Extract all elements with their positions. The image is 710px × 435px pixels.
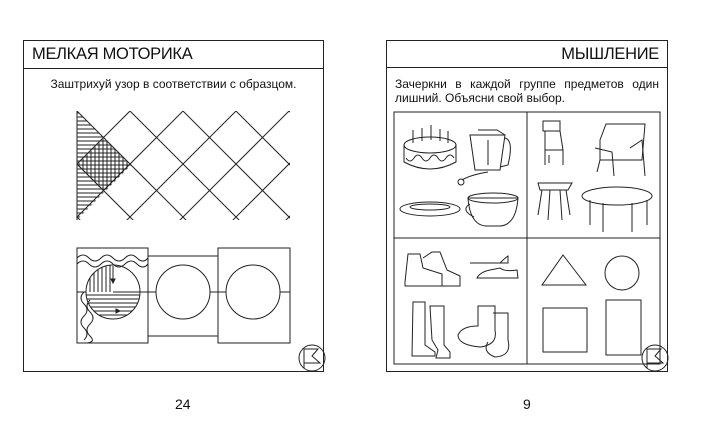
- instruction-text: Зачеркни в каждой группе предметов один …: [395, 77, 659, 105]
- shapes: [541, 254, 642, 356]
- plate: [399, 201, 461, 217]
- table: [581, 186, 653, 232]
- left-page: МЕЛКАЯ МОТОРИКА Заштрихуй узор в соответ…: [23, 40, 324, 372]
- chair: [542, 120, 564, 165]
- tall-boots: [411, 301, 451, 359]
- socks: [457, 305, 510, 358]
- cake: [403, 125, 457, 170]
- stool: [537, 182, 573, 221]
- page-number: 9: [523, 396, 531, 412]
- page-title: МЫШЛЕНИЕ: [387, 41, 667, 68]
- armchair: [594, 123, 646, 177]
- cup: [465, 192, 519, 227]
- sandals: [470, 255, 519, 279]
- object-groups-grid: [393, 111, 661, 365]
- diamond-pattern: [77, 111, 290, 220]
- circle-frames: [76, 247, 291, 344]
- right-page: МЫШЛЕНИЕ Зачеркни в каждой группе предме…: [386, 40, 668, 372]
- rectangle: [605, 299, 642, 356]
- kettle: [457, 129, 511, 186]
- instruction-text: Заштрихуй узор в соответствии с образцом…: [50, 77, 297, 91]
- square: [542, 307, 588, 353]
- page-title: МЕЛКАЯ МОТОРИКА: [24, 41, 323, 69]
- triangle: [541, 254, 588, 286]
- boots: [404, 251, 461, 287]
- page-number: 24: [175, 396, 191, 412]
- circle: [604, 255, 640, 291]
